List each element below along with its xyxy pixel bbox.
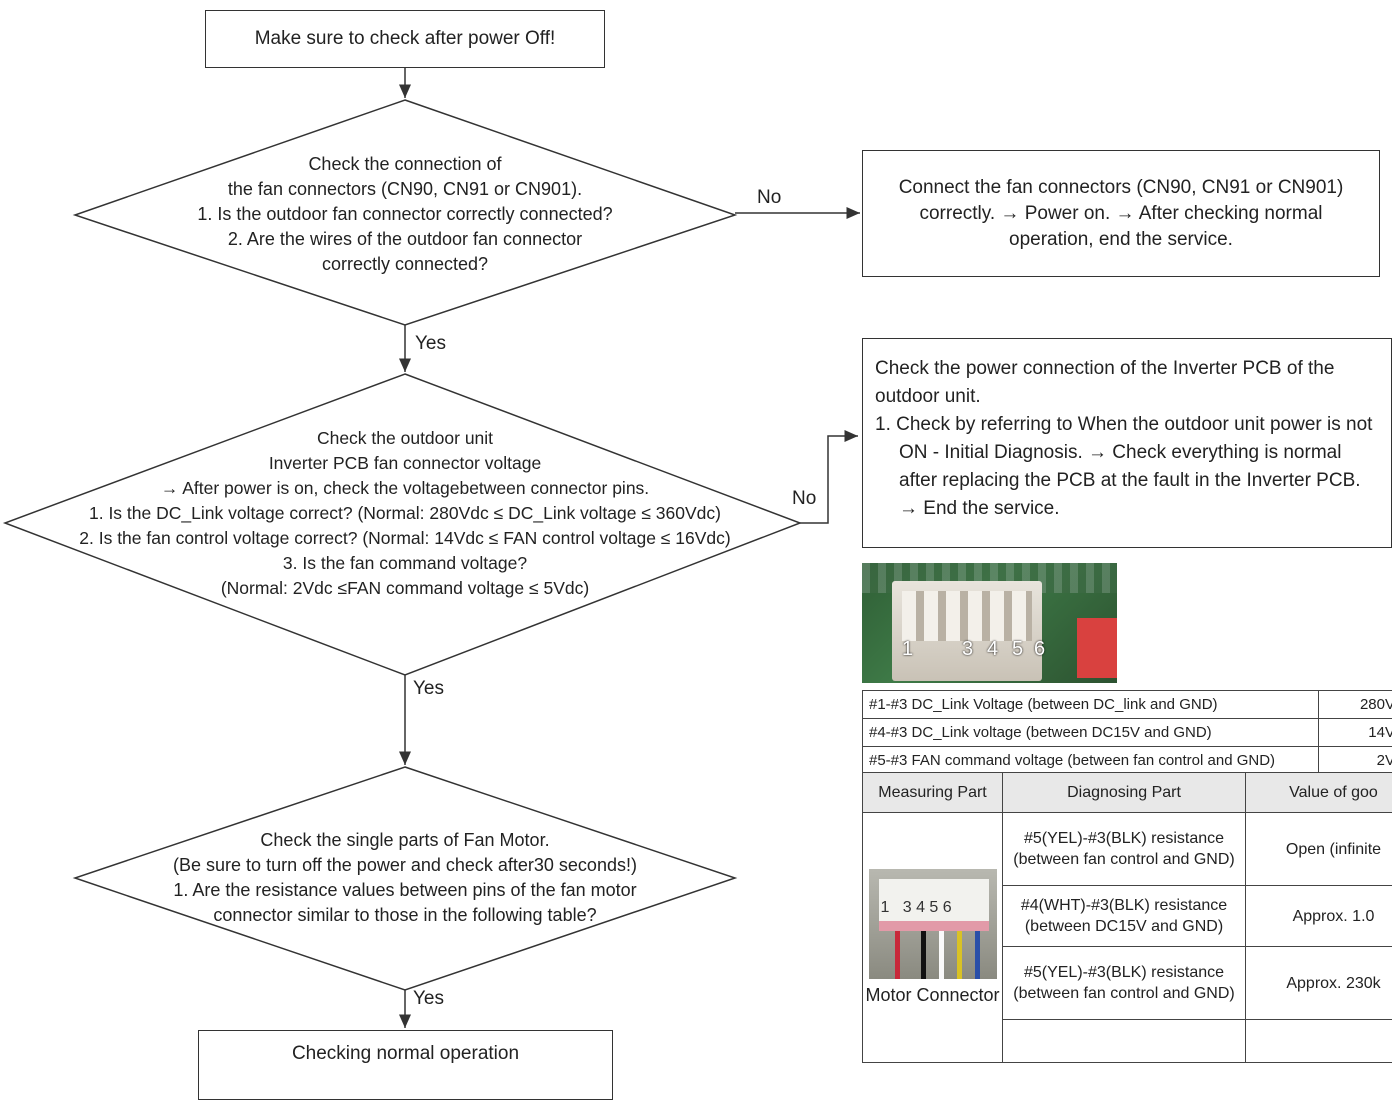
motor-connector-label: Motor Connector xyxy=(864,985,1001,1006)
header-measuring-part: Measuring Part xyxy=(863,773,1003,813)
decision-3-text: Check the single parts of Fan Motor. (Be… xyxy=(85,828,725,928)
voltage-value-cell: 14V xyxy=(1319,719,1392,747)
decision-1-line: the fan connectors (CN90, CN91 or CN901)… xyxy=(105,177,705,202)
decision-2-line: Inverter PCB fan connector voltage xyxy=(40,451,770,476)
decision-3-line: 1. Are the resistance values between pin… xyxy=(85,878,725,903)
table-row: #4-#3 DC_Link voltage (between DC15V and… xyxy=(863,719,1392,747)
decision-2-line: 1. Is the DC_Link voltage correct? (Norm… xyxy=(40,501,770,526)
voltage-part-cell: #5-#3 FAN command voltage (between fan c… xyxy=(863,747,1319,775)
decision-1-line: correctly connected? xyxy=(105,252,705,277)
decision-2-line: Check the outdoor unit xyxy=(40,426,770,451)
value-cell: Open (infinite xyxy=(1246,813,1392,886)
decision-3-line: (Be sure to turn off the power and check… xyxy=(85,853,725,878)
pcb-pin-label: 3 xyxy=(962,638,973,661)
action-inverter-title: Check the power connection of the Invert… xyxy=(875,355,1379,411)
header-diagnosing-part: Diagnosing Part xyxy=(1003,773,1246,813)
decision-3-line: Check the single parts of Fan Motor. xyxy=(85,828,725,853)
decision-1-line: Check the connection of xyxy=(105,152,705,177)
start-box: Make sure to check after power Off! xyxy=(205,10,605,68)
pcb-red-connector xyxy=(1077,618,1117,678)
table-row: #1-#3 DC_Link Voltage (between DC_link a… xyxy=(863,691,1392,719)
pcb-pin-label: 4 xyxy=(987,638,998,661)
action-inverter-box: Check the power connection of the Invert… xyxy=(862,338,1392,548)
start-text: Make sure to check after power Off! xyxy=(255,26,556,52)
action-inverter-item: 1. Check by referring to When the outdoo… xyxy=(875,411,1379,523)
decision-3-line: connector similar to those in the follow… xyxy=(85,903,725,928)
action-connect-text: Connect the fan connectors (CN90, CN91 o… xyxy=(883,175,1359,253)
voltage-table: #1-#3 DC_Link Voltage (between DC_link a… xyxy=(862,690,1392,775)
voltage-part-cell: #1-#3 DC_Link Voltage (between DC_link a… xyxy=(863,691,1319,719)
header-value: Value of goo xyxy=(1246,773,1392,813)
decision-1-line: 2. Are the wires of the outdoor fan conn… xyxy=(105,227,705,252)
end-box: Checking normal operation xyxy=(198,1030,613,1100)
motor-connector-photo: 1 3 4 5 6 xyxy=(869,869,997,979)
value-cell xyxy=(1246,1020,1392,1063)
action-connect-box: Connect the fan connectors (CN90, CN91 o… xyxy=(862,150,1380,277)
motor-pin-labels: 1 3 4 5 6 xyxy=(881,897,952,918)
decision-2-line: → After power is on, check the voltagebe… xyxy=(40,476,770,501)
diagnosing-part-cell: #5(YEL)-#3(BLK) resistance (between fan … xyxy=(1003,947,1246,1020)
diagnosing-part-cell: #5(YEL)-#3(BLK) resistance (between fan … xyxy=(1003,813,1246,886)
value-cell: Approx. 230k xyxy=(1246,947,1392,1020)
pcb-pin-label: 1 xyxy=(902,638,913,661)
end-text: Checking normal operation xyxy=(292,1041,519,1067)
yes-label-2: Yes xyxy=(413,678,444,700)
pcb-connector-housing xyxy=(892,581,1042,681)
diagnosing-part-cell: #4(WHT)-#3(BLK) resistance (between DC15… xyxy=(1003,886,1246,947)
measuring-part-cell: 1 3 4 5 6 Motor Connector xyxy=(863,813,1003,1063)
pcb-pin-label: 5 xyxy=(1012,638,1023,661)
resistance-table: Measuring Part Diagnosing Part Value of … xyxy=(862,772,1392,1063)
yes-label-3: Yes xyxy=(413,988,444,1010)
diagnosing-part-cell xyxy=(1003,1020,1246,1063)
decision-2-line: (Normal: 2Vdc ≤FAN command voltage ≤ 5Vd… xyxy=(40,576,770,601)
decision-2-line: 3. Is the fan command voltage? xyxy=(40,551,770,576)
no-label-1: No xyxy=(757,187,781,209)
no-label-2: No xyxy=(792,488,816,510)
value-cell: Approx. 1.0 xyxy=(1246,886,1392,947)
voltage-value-cell: 280V xyxy=(1319,691,1392,719)
decision-2-line: 2. Is the fan control voltage correct? (… xyxy=(40,526,770,551)
decision-1-text: Check the connection of the fan connecto… xyxy=(105,152,705,277)
table-row: #5-#3 FAN command voltage (between fan c… xyxy=(863,747,1392,775)
yes-label-1: Yes xyxy=(415,333,446,355)
pcb-connector-photo: 1 3 4 5 6 xyxy=(862,563,1117,683)
voltage-value-cell: 2V xyxy=(1319,747,1392,775)
pcb-pin-label: 6 xyxy=(1034,638,1045,661)
table-row: 1 3 4 5 6 Motor Connector #5(YEL)-#3(BLK… xyxy=(863,813,1392,886)
decision-1-line: 1. Is the outdoor fan connector correctl… xyxy=(105,202,705,227)
table-header-row: Measuring Part Diagnosing Part Value of … xyxy=(863,773,1392,813)
voltage-part-cell: #4-#3 DC_Link voltage (between DC15V and… xyxy=(863,719,1319,747)
decision-2-text: Check the outdoor unit Inverter PCB fan … xyxy=(40,426,770,601)
